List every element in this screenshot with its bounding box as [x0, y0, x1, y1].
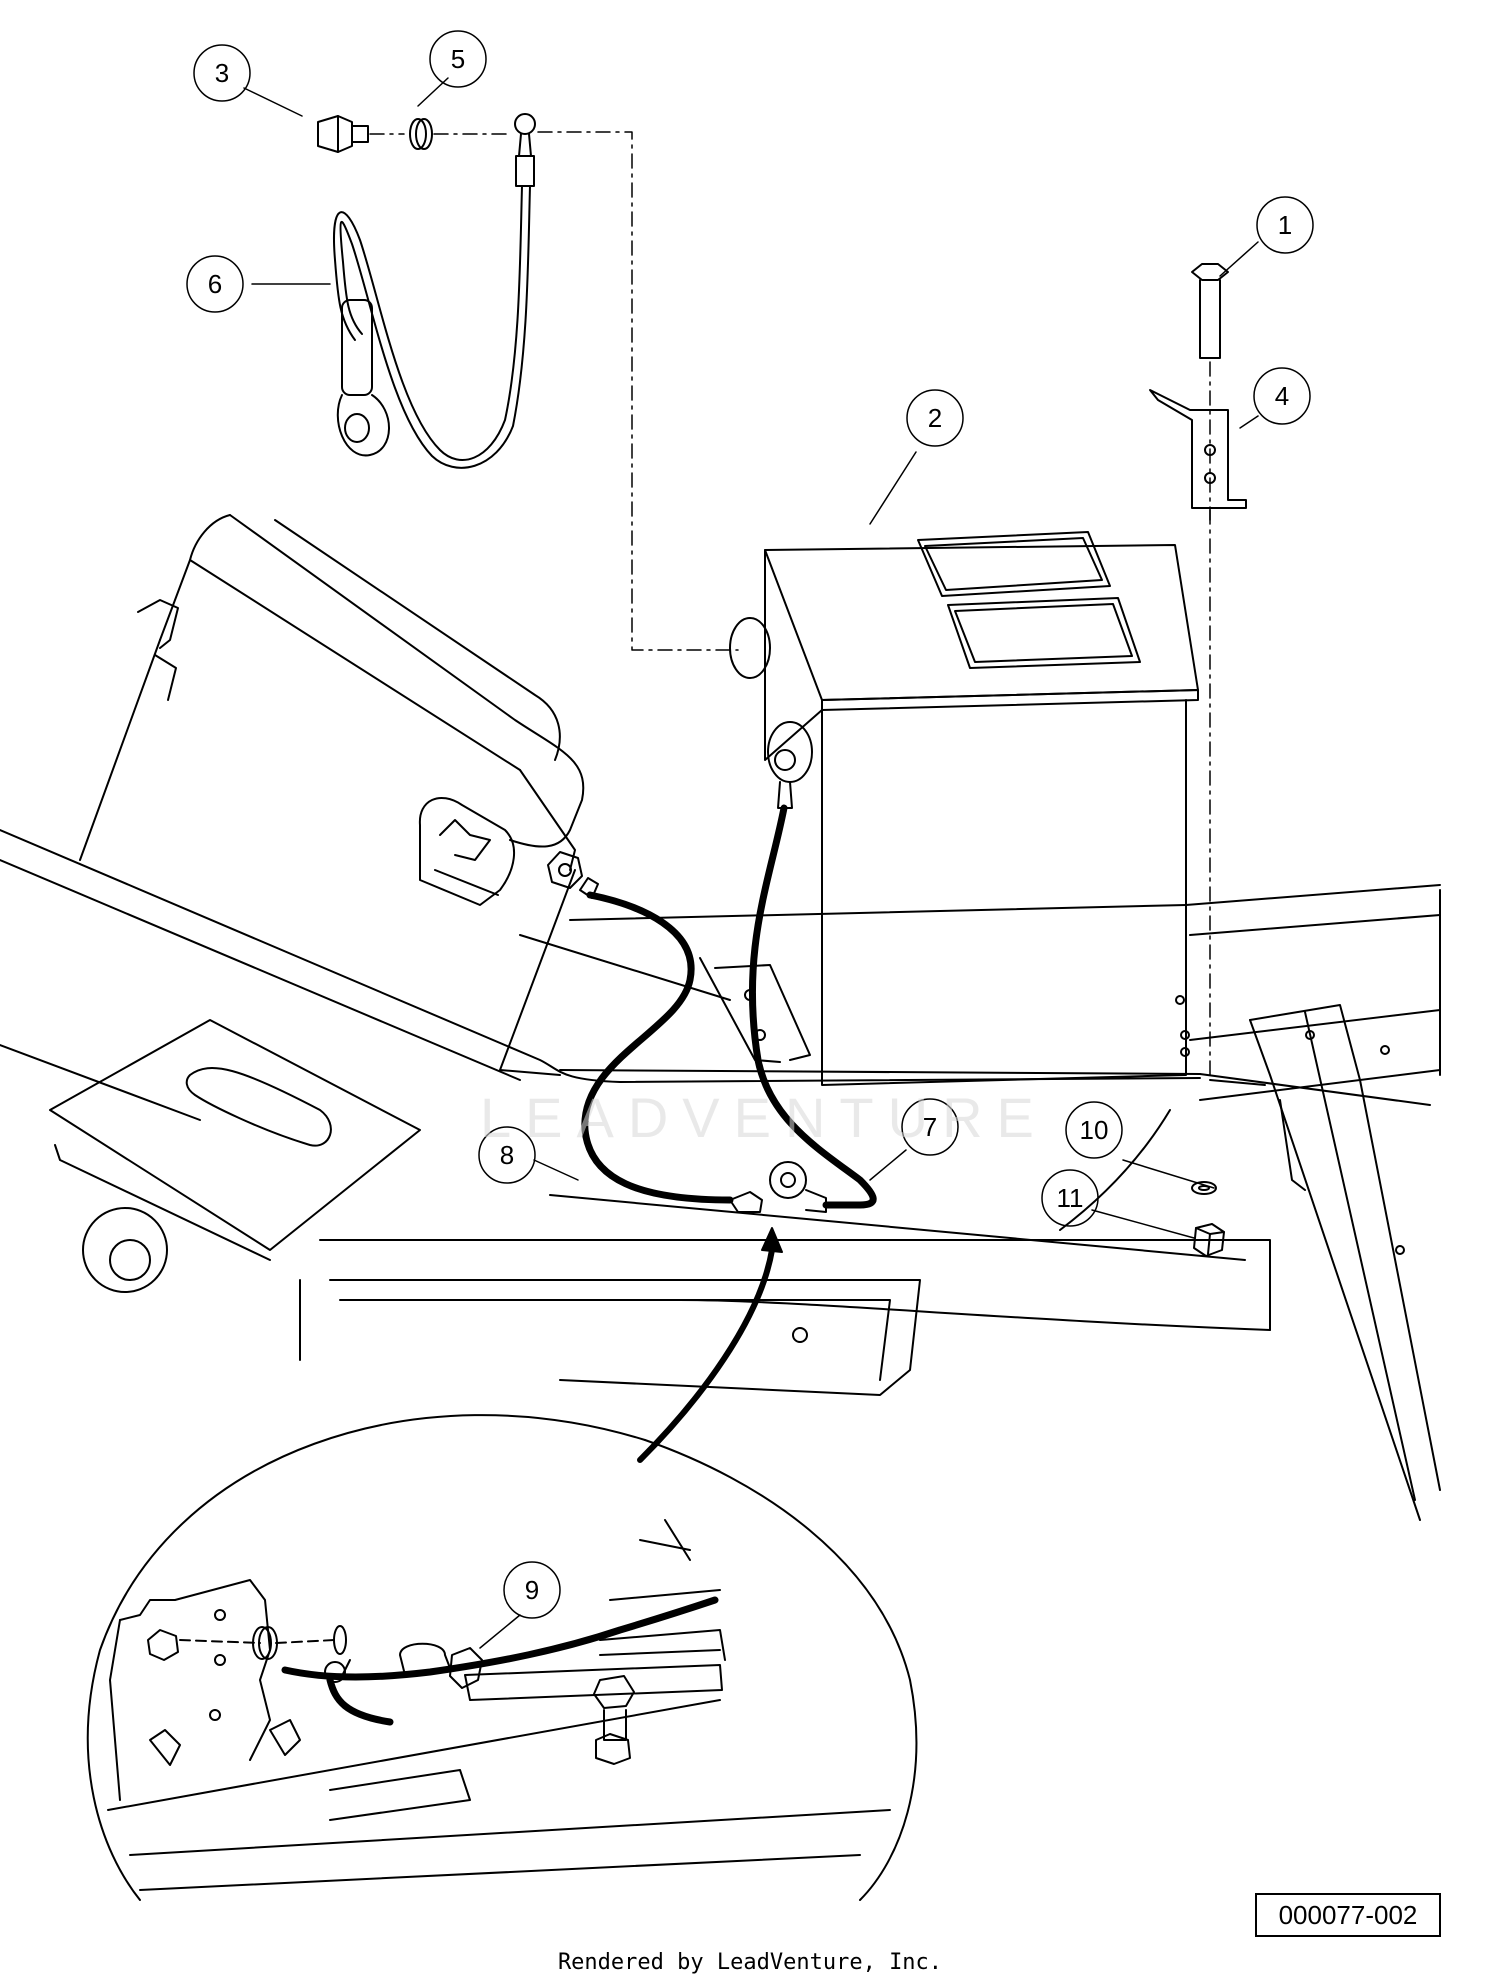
callout-9: 9 [525, 1575, 539, 1605]
washer-part-5 [409, 118, 433, 150]
watermark: LEADVENTURE [480, 1086, 1048, 1149]
nut-part-11 [1193, 1223, 1225, 1257]
callout-4: 4 [1275, 381, 1289, 411]
detail-view [86, 1414, 918, 1901]
cable-part-6 [333, 113, 536, 469]
cable-part-8 [581, 891, 734, 1204]
battery-tray [79, 514, 585, 1076]
callout-circles [186, 30, 1314, 1619]
cable-junction [579, 877, 827, 1213]
cable-part-7 [748, 804, 877, 1209]
detail-arrow [637, 1227, 783, 1463]
callout-10: 10 [1080, 1115, 1109, 1145]
callout-1: 1 [1278, 210, 1292, 240]
frame [0, 829, 1441, 1521]
battery-part-2 [729, 531, 1199, 1086]
callout-6: 6 [208, 269, 222, 299]
callout-11: 11 [1057, 1183, 1084, 1213]
bracket-part-4 [1149, 389, 1247, 509]
callout-5: 5 [451, 44, 465, 74]
detail-cables [281, 1596, 719, 1726]
leader-lines [243, 77, 1259, 1649]
callout-2: 2 [928, 403, 942, 433]
assembly-centerline [369, 131, 739, 651]
callout-8: 8 [500, 1140, 514, 1170]
reference-code: 000077-002 [1255, 1893, 1441, 1937]
callout-7: 7 [923, 1112, 937, 1142]
washer-part-10 [1191, 1181, 1217, 1195]
bolt-part-1 [1191, 263, 1229, 359]
callout-3: 3 [215, 58, 229, 88]
credit-line: Rendered by LeadVenture, Inc. [557, 1950, 943, 1975]
bolt-part-3 [317, 115, 369, 153]
